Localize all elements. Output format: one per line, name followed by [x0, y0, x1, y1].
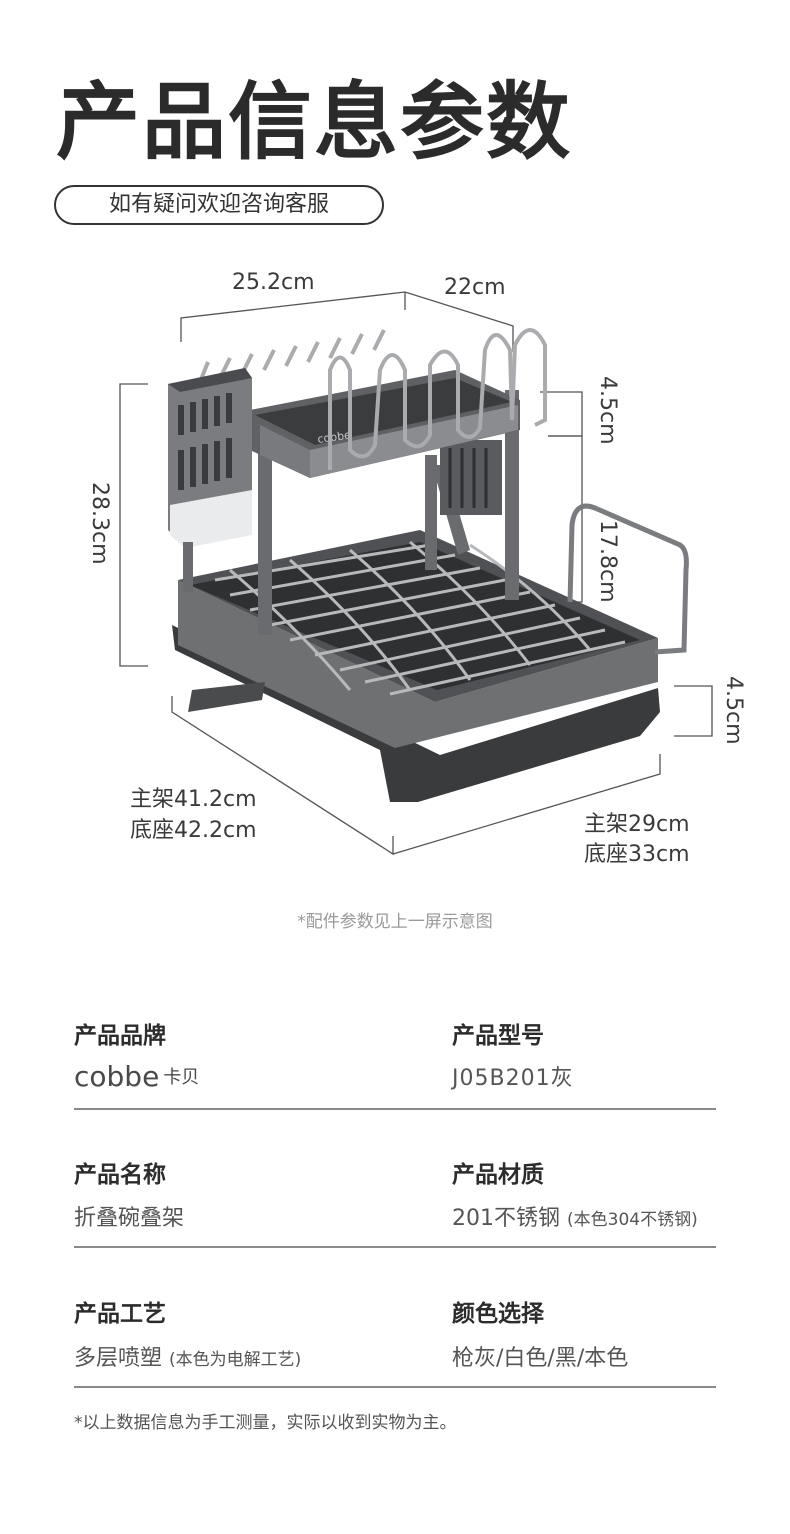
dim-length-base: 底座42.2cm — [130, 818, 257, 843]
wire-grid — [214, 540, 626, 696]
divider-3 — [74, 1386, 716, 1388]
upper-shelf: cobbe — [250, 370, 520, 478]
brand-logo-cn: 卡贝 — [163, 1067, 200, 1088]
dim-mid-height: 17.8cm — [595, 520, 620, 603]
rack-logo-text: cobbe — [317, 428, 352, 446]
page-title: 产品信息参数 — [56, 73, 573, 171]
divider-2 — [74, 1246, 716, 1248]
dim-top-right: 22cm — [444, 275, 506, 300]
model-label: 产品型号 — [452, 1023, 544, 1049]
brand-label: 产品品牌 — [74, 1023, 166, 1049]
brand-logo-word: cobbe — [74, 1059, 160, 1093]
dim-upper-gap: 4.5cm — [595, 376, 620, 445]
name-label: 产品名称 — [74, 1162, 166, 1188]
footnote: *以上数据信息为手工测量，实际以收到实物为主。 — [74, 1413, 457, 1433]
side-handle — [567, 503, 689, 655]
dim-top-left: 25.2cm — [232, 270, 315, 295]
divider-1 — [74, 1108, 716, 1110]
parts-note: *配件参数见上一屏示意图 — [297, 912, 493, 932]
material-sub: (本色304不锈钢) — [567, 1210, 698, 1230]
material-label: 产品材质 — [452, 1162, 544, 1188]
name-value: 折叠碗叠架 — [74, 1206, 185, 1231]
craft-sub: (本色为电解工艺) — [169, 1350, 302, 1370]
dish-rack-illustration: cobbe — [119, 291, 713, 856]
model-value: J05B201灰 — [452, 1066, 574, 1091]
dish-wires — [198, 328, 547, 470]
board-slots — [448, 448, 488, 508]
craft-value: 多层喷塑 (本色为电解工艺) — [74, 1340, 301, 1372]
material-value: 201不锈钢 (本色304不锈钢) — [452, 1200, 698, 1232]
dimension-lines — [119, 291, 713, 856]
color-value: 枪灰/白色/黑/本色 — [452, 1346, 629, 1371]
utensil-holder — [168, 368, 252, 592]
craft-label: 产品工艺 — [74, 1301, 166, 1327]
subtitle-pill: 如有疑问欢迎咨询客服 — [54, 185, 384, 225]
dim-width-base: 底座33cm — [584, 842, 690, 867]
brand-logo: cobbe 卡贝 — [74, 1059, 200, 1093]
dim-length-main: 主架41.2cm — [130, 787, 257, 812]
color-label: 颜色选择 — [452, 1301, 544, 1327]
dim-height-total: 28.3cm — [87, 482, 112, 565]
material-main: 201不锈钢 — [452, 1206, 560, 1231]
craft-main: 多层喷塑 — [74, 1346, 163, 1371]
dim-base-height: 4.5cm — [721, 676, 746, 745]
base-tray — [172, 530, 660, 802]
dim-width-main: 主架29cm — [584, 812, 690, 837]
